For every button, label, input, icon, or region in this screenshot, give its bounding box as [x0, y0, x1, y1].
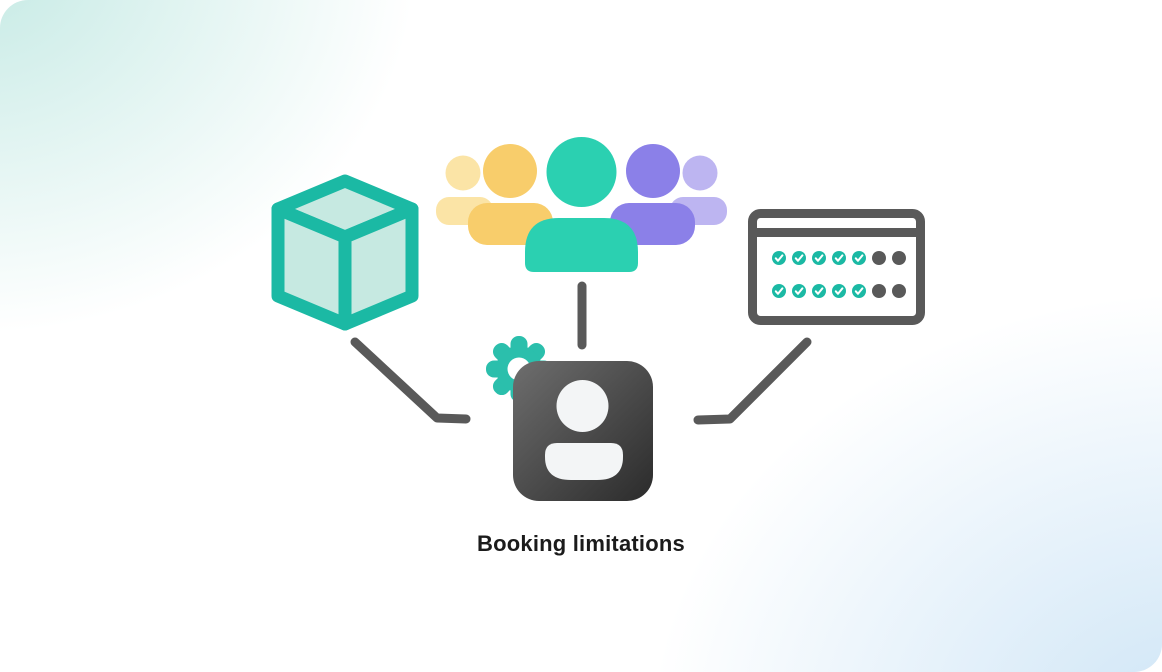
check-icon	[794, 254, 804, 262]
cube-right-face	[338, 202, 419, 331]
cube-left-face	[271, 202, 352, 331]
connector-left-line	[350, 337, 471, 424]
check-icon	[834, 287, 844, 295]
calendar-day-blocked	[892, 284, 906, 298]
check-icon	[774, 287, 784, 295]
profile-card-icon	[513, 361, 653, 501]
check-icon	[854, 287, 864, 295]
profile-person-icon	[545, 380, 623, 480]
calendar-day-blocked	[892, 251, 906, 265]
calendar-day-blocked	[872, 251, 886, 265]
calendar-day-blocked	[872, 284, 886, 298]
check-icon	[814, 254, 824, 262]
check-icon	[774, 254, 784, 262]
check-icon	[854, 254, 864, 262]
cube-icon	[271, 174, 419, 331]
diagram-title: Booking limitations	[477, 531, 685, 556]
connector-right-line	[693, 337, 812, 425]
calendar-icon	[748, 209, 925, 325]
check-icon	[794, 287, 804, 295]
person-teal	[525, 137, 638, 272]
calendar-dots	[772, 251, 906, 298]
check-icon	[814, 287, 824, 295]
team-icon	[436, 137, 727, 272]
check-icon	[834, 254, 844, 262]
